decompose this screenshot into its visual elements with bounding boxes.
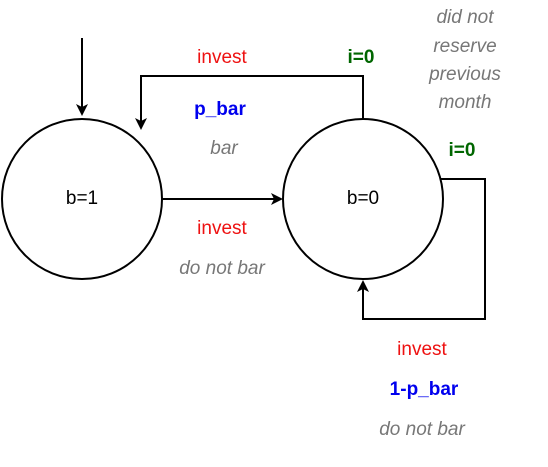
mid-edge-action: invest xyxy=(197,218,247,239)
note-line-2: reserve xyxy=(433,36,497,57)
top-edge-info: i=0 xyxy=(347,47,375,68)
self-loop-action: invest xyxy=(397,339,447,360)
note-line-1: did not xyxy=(436,7,494,28)
top-edge-prob: p_bar xyxy=(194,99,246,120)
self-loop-info: i=0 xyxy=(448,140,476,161)
self-loop-outcome: do not bar xyxy=(379,419,465,440)
edge-top xyxy=(135,75,364,130)
top-edge-outcome: bar xyxy=(210,138,238,159)
note-line-4: month xyxy=(438,92,492,113)
edge-self-loop xyxy=(357,178,486,320)
state-b0-label: b=0 xyxy=(346,188,380,209)
top-edge-action: invest xyxy=(197,47,247,68)
state-b1-label: b=1 xyxy=(65,188,99,209)
self-loop-prob: 1-p_bar xyxy=(389,379,459,400)
mid-edge-outcome: do not bar xyxy=(179,258,265,279)
note-line-3: previous xyxy=(429,64,501,85)
